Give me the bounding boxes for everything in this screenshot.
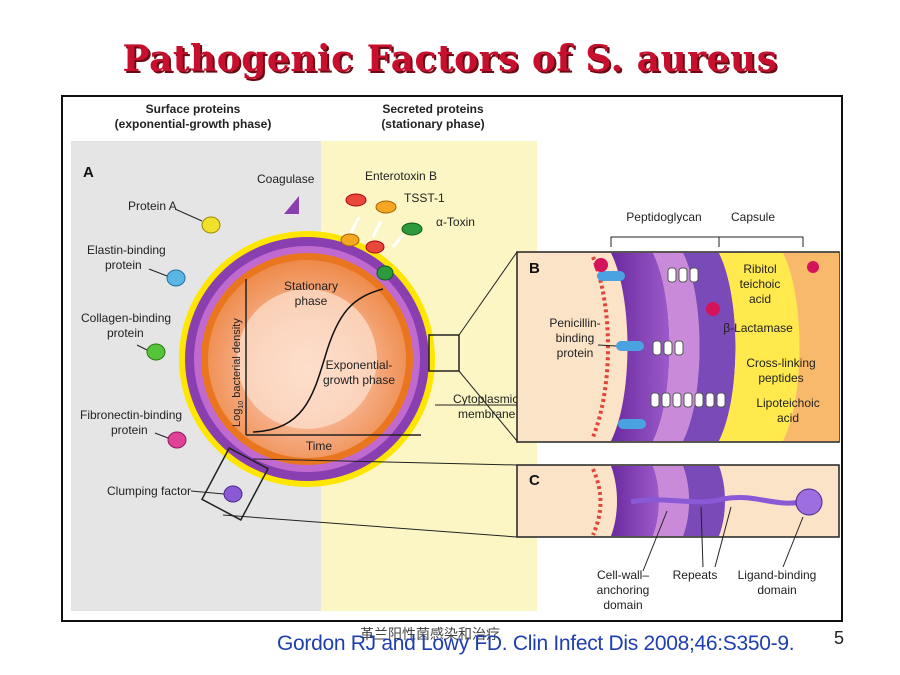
- clumping-factor-marker: [190, 485, 243, 503]
- header-surface-1: Surface proteins: [146, 102, 241, 116]
- pbp-label-1: Penicillin-: [549, 316, 600, 330]
- panel-c-label: C: [529, 472, 540, 489]
- clumping-zoom-box: [200, 447, 270, 521]
- pbp-label-3: protein: [557, 346, 594, 360]
- page-number: 5: [834, 628, 845, 648]
- exponential-label-1: Exponential-: [326, 358, 393, 372]
- graph-xlabel: Time: [306, 439, 333, 453]
- elastin-binding-label-1: Elastin-binding: [87, 243, 166, 257]
- lipoteichoic-label-1: Lipoteichoic: [756, 396, 819, 410]
- elastin-binding-label-2: protein: [105, 258, 142, 272]
- collagen-binding-label-2: protein: [107, 326, 144, 340]
- peptidoglycan-label: Peptidoglycan: [626, 210, 701, 224]
- cell-wall-brackets: [610, 236, 804, 247]
- collagen-binding-marker: [136, 343, 166, 361]
- enterotoxin-label: Enterotoxin B: [365, 169, 437, 183]
- header-surface-2: (exponential-growth phase): [115, 117, 272, 131]
- panel-c: [516, 464, 840, 538]
- graph-ylabel: Log10 bacterial density: [231, 318, 245, 427]
- header-secreted-2: (stationary phase): [381, 117, 484, 131]
- membrane-label-1: Cytoplasmic: [453, 392, 518, 406]
- ribitol-label-3: acid: [749, 292, 771, 306]
- anchor-label-1: Cell-wall–: [597, 568, 649, 582]
- slide-footer: 革兰阳性菌感染和治疗: [360, 627, 500, 643]
- panel-b: [516, 251, 840, 443]
- fibronectin-binding-label-1: Fibronectin-binding: [80, 408, 182, 422]
- fibronectin-binding-label-2: protein: [111, 423, 148, 437]
- pathogenic-factors-figure: Surface proteins (exponential-growth pha…: [61, 95, 843, 622]
- growth-curve-graph: Log10 bacterial density Time Stationary …: [231, 279, 421, 453]
- fibronectin-binding-marker: [154, 431, 187, 449]
- repeats-label: Repeats: [673, 568, 718, 582]
- ribitol-label-1: Ribitol: [743, 262, 776, 276]
- collagen-binding-label-1: Collagen-binding: [81, 311, 171, 325]
- alpha-toxin-label: α-Toxin: [436, 215, 475, 229]
- stationary-label-1: Stationary: [284, 279, 338, 293]
- pbp-label-2: binding: [556, 331, 595, 345]
- elastin-binding-marker: [148, 268, 186, 287]
- slide-title: Pathogenic Factors of S. aureus: [122, 38, 778, 80]
- clumping-factor-label: Clumping factor: [107, 484, 191, 498]
- lactamase-label: β-Lactamase: [723, 321, 793, 335]
- anchor-label-3: domain: [603, 598, 642, 612]
- panel-a-label: A: [83, 164, 94, 181]
- bacterial-cell: [179, 231, 435, 487]
- membrane-label-2: membrane: [458, 407, 516, 421]
- stationary-label-2: phase: [295, 294, 328, 308]
- coagulase-label: Coagulase: [257, 172, 315, 186]
- figure-svg: Surface proteins (exponential-growth pha…: [71, 102, 840, 612]
- lipoteichoic-label-2: acid: [777, 411, 799, 425]
- ligand-label-2: domain: [757, 583, 796, 597]
- toxin-markers: [340, 193, 423, 281]
- header-secreted-1: Secreted proteins: [382, 102, 484, 116]
- panel-b-label: B: [529, 260, 540, 277]
- capsule-label: Capsule: [731, 210, 775, 224]
- coagulase-marker: [284, 196, 299, 214]
- protein-a-label: Protein A: [128, 199, 177, 213]
- ribitol-label-2: teichoic: [740, 277, 781, 291]
- anchor-label-2: anchoring: [597, 583, 650, 597]
- growth-curve-line: [252, 288, 384, 433]
- crosslink-label-1: Cross-linking: [746, 356, 815, 370]
- citation: Gordon RJ and Lowy FD. Clin Infect Dis 2…: [277, 632, 795, 655]
- crosslink-label-2: peptides: [758, 371, 803, 385]
- exponential-label-2: growth phase: [323, 373, 395, 387]
- tsst-label: TSST-1: [404, 191, 445, 205]
- ligand-label-1: Ligand-binding: [738, 568, 817, 582]
- membrane-zoom-box: [428, 334, 460, 372]
- protein-a-marker: [174, 208, 221, 234]
